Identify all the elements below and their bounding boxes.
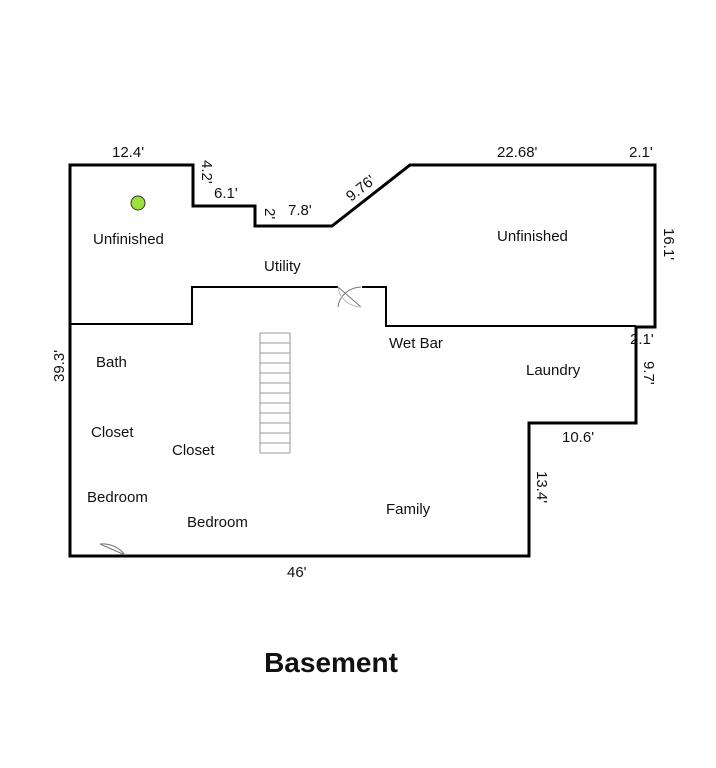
- dim-bottom: 46': [287, 564, 307, 581]
- dim-left-side: 39.3': [51, 350, 68, 382]
- room-wet-bar: Wet Bar: [389, 335, 443, 352]
- dim-top-right-corner: 2.1': [629, 144, 653, 161]
- outer-wall: [68, 163, 657, 558]
- dim-ledge-2: 7.8': [288, 202, 312, 219]
- room-bedroom-1: Bedroom: [87, 489, 148, 506]
- dim-diagonal: 9.76': [343, 172, 379, 205]
- door-swing-utility: [337, 286, 362, 308]
- plan-title: Basement: [264, 647, 398, 678]
- room-laundry: Laundry: [526, 362, 581, 379]
- room-utility: Utility: [264, 258, 301, 275]
- dim-right-mid: 9.7': [640, 361, 657, 385]
- dim-step-down-1: 4.2': [198, 160, 215, 184]
- dim-inset-horizontal: 10.6': [562, 429, 594, 446]
- dim-right-notch: 2.1': [630, 331, 654, 348]
- dim-ledge-1: 6.1': [214, 185, 238, 202]
- room-unfinished-right: Unfinished: [497, 228, 568, 245]
- interior-wall-left: [70, 286, 338, 325]
- room-unfinished-left: Unfinished: [93, 231, 164, 248]
- interior-wall-right: [362, 286, 636, 327]
- dim-top-left: 12.4': [112, 144, 144, 161]
- dim-top-right: 22.68': [497, 144, 538, 161]
- room-closet-2: Closet: [172, 442, 215, 459]
- location-marker-icon: [130, 195, 146, 211]
- room-bath: Bath: [96, 354, 127, 371]
- room-family: Family: [386, 501, 431, 518]
- room-bedroom-2: Bedroom: [187, 514, 248, 531]
- door-swing-bedroom: [99, 543, 126, 556]
- staircase: [259, 332, 291, 454]
- dim-step-down-2: 2': [261, 208, 278, 219]
- dim-right-upper: 16.1': [660, 228, 677, 260]
- room-closet-1: Closet: [91, 424, 134, 441]
- dim-inset-vertical: 13.4': [533, 471, 550, 503]
